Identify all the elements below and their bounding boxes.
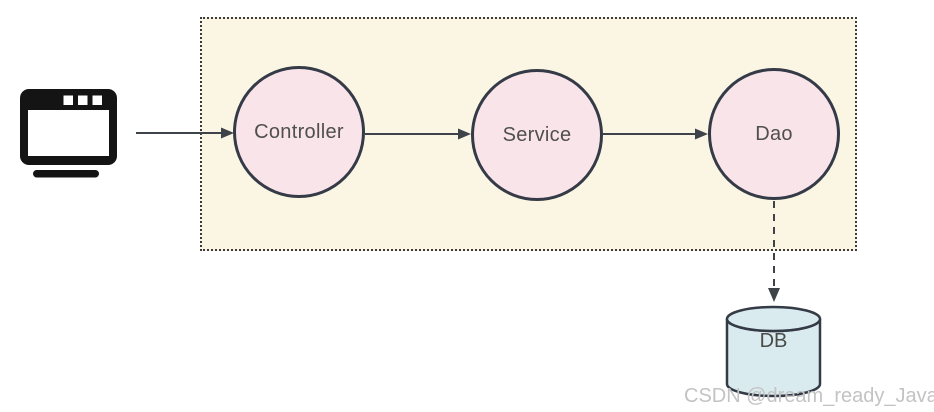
database-label: DB <box>759 330 788 352</box>
node-dao-label: Dao <box>755 122 793 145</box>
watermark-text: CSDN @dream_ready_Java <box>684 385 934 407</box>
node-controller-label: Controller <box>254 120 344 143</box>
node-controller: Controller <box>233 66 365 198</box>
node-service: Service <box>471 69 603 201</box>
node-service-label: Service <box>502 123 572 146</box>
browser-window-icon <box>20 89 117 178</box>
node-dao: Dao <box>708 68 840 200</box>
